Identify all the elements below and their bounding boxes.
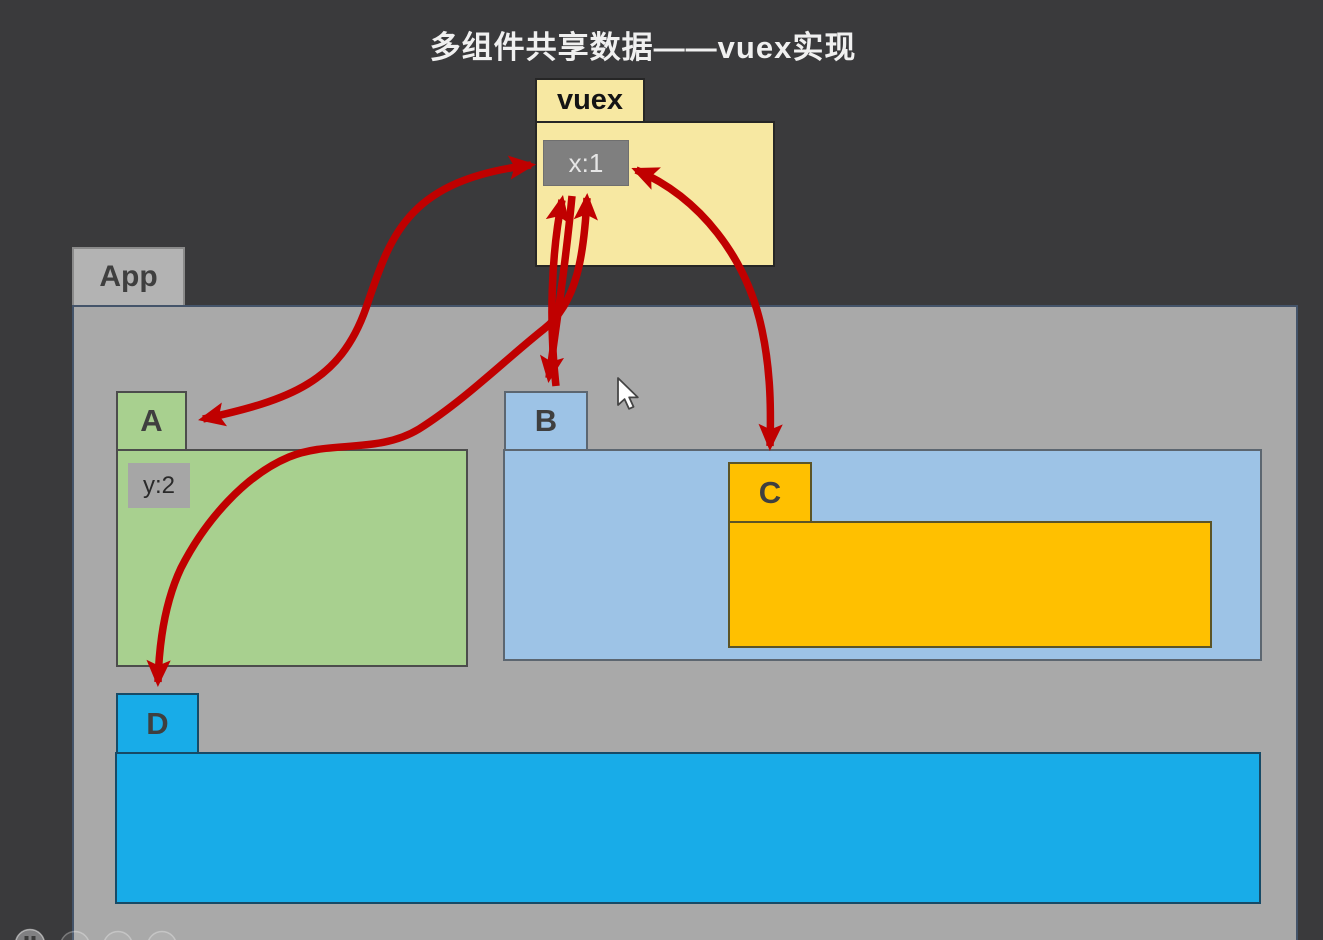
slide-title: 多组件共享数据——vuex实现 [429, 30, 857, 65]
pause-icon [24, 936, 36, 940]
pause-button[interactable] [15, 928, 45, 940]
component-a-label: A [140, 403, 163, 438]
component-b-label: B [534, 403, 558, 438]
vuex-store-tab: vuex [535, 78, 645, 121]
component-d-label: D [146, 705, 169, 741]
vuex-state-x-label: x:1 [568, 147, 604, 178]
component-a-state-y-label: y:2 [142, 471, 175, 499]
component-b-tab: B [504, 391, 588, 449]
component-d-tab: D [116, 693, 199, 752]
component-a-tab: A [116, 391, 187, 449]
component-c-label: C [758, 474, 782, 510]
component-a-state-y-box: y:2 [128, 463, 190, 508]
vuex-state-x-box: x:1 [543, 140, 629, 186]
component-c-body [728, 521, 1212, 648]
component-d-body [115, 752, 1261, 904]
vuex-store-label: vuex [556, 84, 624, 116]
component-c-tab: C [728, 462, 812, 521]
app-tab: App [72, 247, 185, 305]
app-label: App [99, 260, 158, 293]
